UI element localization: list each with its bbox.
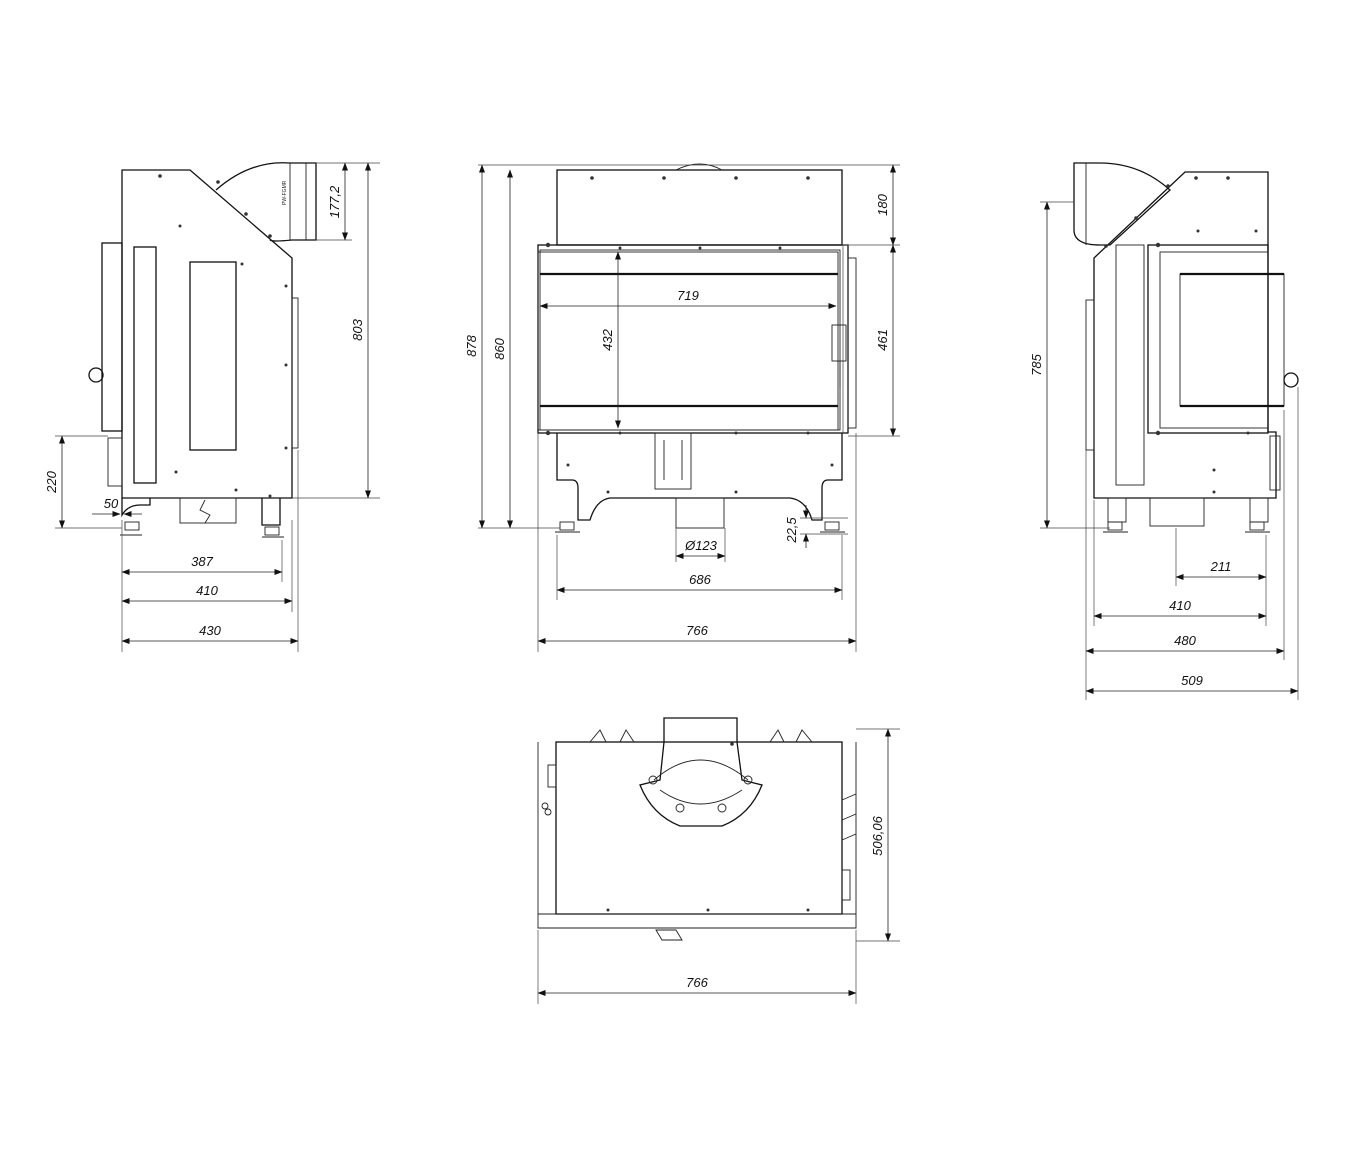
dim-22-5: 22,5 bbox=[784, 517, 799, 544]
left-body-outline bbox=[121, 169, 293, 499]
left-back-panel bbox=[101, 242, 123, 432]
front-handle bbox=[831, 324, 847, 362]
dim-766-top: 766 bbox=[686, 975, 708, 990]
dim-719: 719 bbox=[677, 288, 699, 303]
dim-860: 860 bbox=[492, 337, 507, 359]
dim-785: 785 bbox=[1029, 353, 1044, 375]
dim-50: 50 bbox=[104, 496, 119, 511]
dim-509: 509 bbox=[1181, 673, 1203, 688]
dim-803: 803 bbox=[350, 318, 365, 340]
right-side-view: 785 211 410 480 509 bbox=[1029, 162, 1299, 700]
dim-432: 432 bbox=[600, 328, 615, 350]
dim-480: 480 bbox=[1174, 633, 1196, 648]
right-body-outline bbox=[1093, 171, 1277, 499]
top-handle bbox=[655, 929, 683, 941]
left-base bbox=[121, 498, 281, 526]
dim-878: 878 bbox=[464, 334, 479, 356]
dim-211: 211 bbox=[1210, 559, 1232, 574]
dim-506-06: 506,06 bbox=[870, 815, 885, 856]
dim-766-front: 766 bbox=[686, 623, 708, 638]
dim-387: 387 bbox=[191, 554, 213, 569]
dim-177-2: 177,2 bbox=[327, 185, 342, 218]
dim-180: 180 bbox=[875, 193, 890, 215]
left-flue-elbow bbox=[215, 162, 317, 242]
dim-461: 461 bbox=[875, 329, 890, 351]
top-flue-collar bbox=[639, 717, 763, 827]
dim-686: 686 bbox=[689, 572, 711, 587]
front-hood bbox=[556, 169, 843, 246]
dim-430: 430 bbox=[199, 623, 221, 638]
right-flue-elbow bbox=[1073, 162, 1171, 246]
dim-diameter-123: Ø123 bbox=[684, 538, 718, 553]
dim-220: 220 bbox=[44, 470, 59, 493]
left-label-small: PW-FGMR bbox=[282, 180, 288, 205]
top-view: 506,06 766 bbox=[537, 717, 900, 1004]
front-view: 878 860 432 719 180 461 22,5 Ø123 686 76… bbox=[464, 163, 900, 652]
front-lower-body bbox=[556, 433, 843, 521]
left-slot-wide bbox=[189, 261, 237, 451]
left-slot-narrow bbox=[133, 246, 157, 484]
dim-410-right: 410 bbox=[1169, 598, 1191, 613]
front-bracket bbox=[654, 432, 692, 490]
left-side-view: PW-FGMR 177,2 803 220 50 387 410 430 bbox=[44, 162, 380, 652]
top-body-outline bbox=[555, 741, 843, 915]
dim-410-left: 410 bbox=[196, 583, 218, 598]
right-ring bbox=[1283, 372, 1299, 388]
left-ring bbox=[88, 367, 104, 383]
